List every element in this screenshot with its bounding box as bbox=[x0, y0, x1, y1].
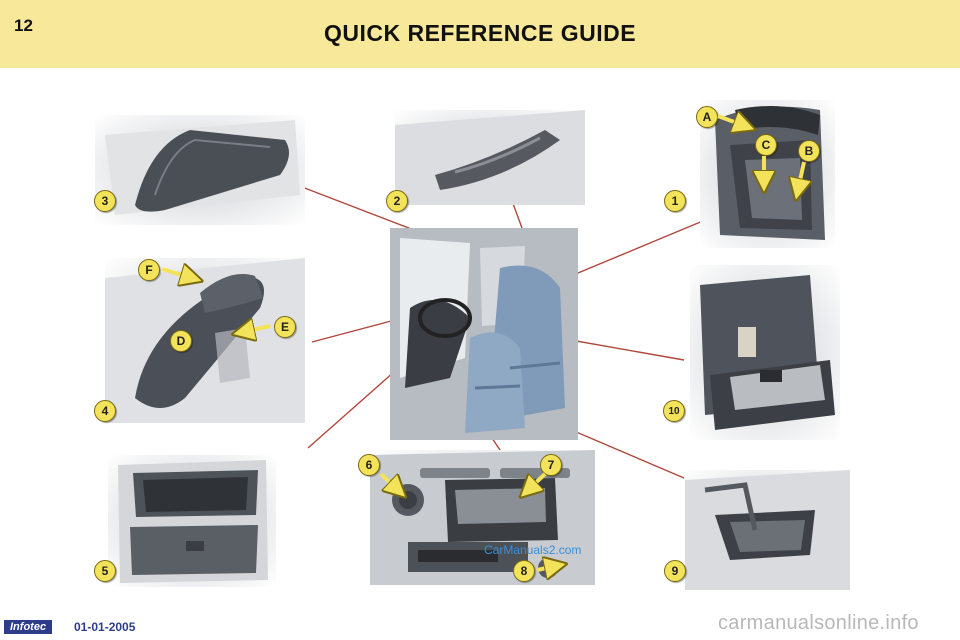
watermark-carmanualsonline: carmanualsonline.info bbox=[718, 612, 919, 634]
callout-E: E bbox=[274, 316, 296, 338]
photo-underseat-storage bbox=[690, 265, 840, 440]
callout-4: 4 bbox=[94, 400, 116, 422]
callout-3: 3 bbox=[94, 190, 116, 212]
page-header: 12 QUICK REFERENCE GUIDE bbox=[0, 0, 960, 68]
photo-sun-visor bbox=[95, 115, 305, 225]
page-title: QUICK REFERENCE GUIDE bbox=[323, 20, 637, 46]
callout-A: A bbox=[696, 106, 718, 128]
photo-cabin-overview bbox=[390, 228, 578, 440]
callout-B: B bbox=[798, 140, 820, 162]
callout-2: 2 bbox=[386, 190, 408, 212]
photo-storage-tray bbox=[685, 470, 850, 590]
callout-F: F bbox=[138, 259, 160, 281]
page-number: 12 bbox=[14, 16, 33, 35]
arrow-7 bbox=[528, 472, 547, 490]
infotec-logo: Infotec bbox=[4, 620, 53, 634]
watermark-carmanuals2: CarManuals2.com bbox=[484, 543, 582, 557]
photo-grab-handle bbox=[395, 110, 585, 205]
callout-C: C bbox=[755, 134, 777, 156]
arrow-F bbox=[161, 269, 192, 278]
callout-10: 10 bbox=[663, 400, 685, 422]
callout-1: 1 bbox=[664, 190, 686, 212]
arrow-B bbox=[798, 161, 804, 190]
callout-5: 5 bbox=[94, 560, 116, 582]
arrow-A bbox=[717, 116, 745, 126]
photo-glove-box bbox=[108, 455, 276, 587]
callout-8: 8 bbox=[513, 560, 535, 582]
footer-date: 01-01-2005 bbox=[74, 620, 136, 634]
callout-9: 9 bbox=[664, 560, 686, 582]
callout-6: 6 bbox=[358, 454, 380, 476]
arrow-8 bbox=[536, 566, 556, 570]
callout-D: D bbox=[170, 330, 192, 352]
callout-7: 7 bbox=[540, 454, 562, 476]
arrow-6 bbox=[379, 472, 398, 490]
arrow-E bbox=[243, 326, 271, 332]
